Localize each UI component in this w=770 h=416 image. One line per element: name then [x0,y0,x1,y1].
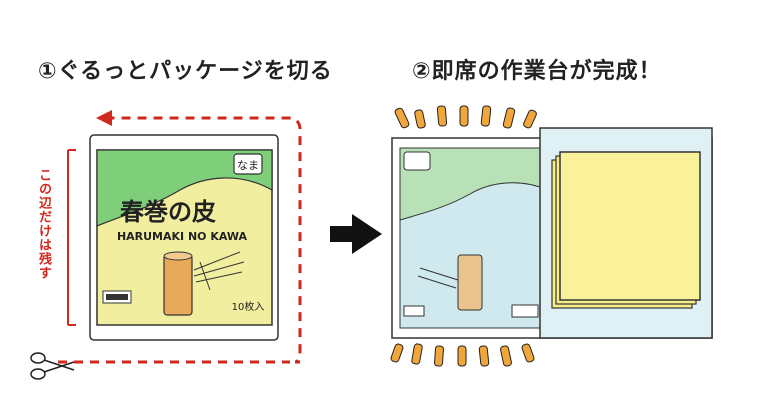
keep-edge-bracket [67,149,76,326]
arrow-head-icon [96,110,112,126]
sparkles-bottom [390,343,535,367]
badge-text: なま [237,159,259,172]
next-arrow-icon [330,214,382,254]
count-text: 10枚入 [232,300,265,313]
scissors-icon [30,352,75,380]
step-2-title: ②即席の作業台が完成！ [412,59,662,84]
package-opened [391,127,713,339]
product-romaji: HARUMAKI NO KAWA [117,230,248,243]
glass-illustration [163,251,245,316]
keep-edge-note: この辺だけは残す [36,168,51,280]
package-closed: なま 春巻の皮 HARUMAKI NO KAWA 10枚入 [89,134,279,341]
product-name: 春巻の皮 [120,198,216,226]
step-1-title: ①ぐるっとパッケージを切る [38,59,333,84]
sparkles-top [394,105,537,129]
cut-line [58,110,302,364]
